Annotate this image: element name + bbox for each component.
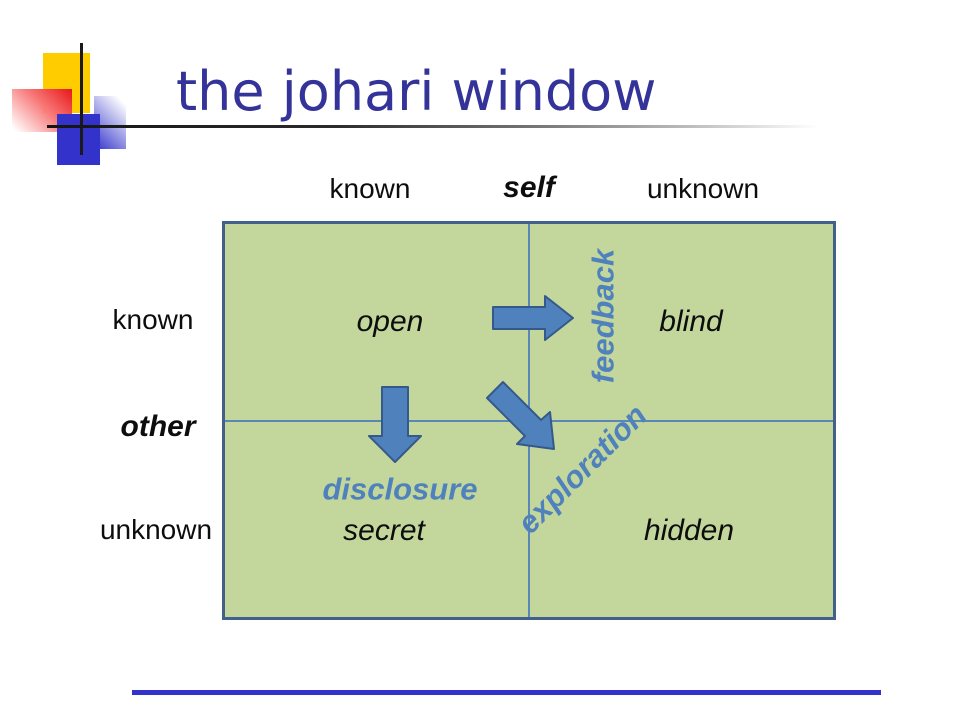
quadrant-hidden-label: hidden — [643, 514, 735, 547]
logo-blue-square — [57, 114, 100, 165]
other-axis-title: other — [120, 410, 196, 443]
page-title: the johari window — [176, 60, 657, 123]
title-underline — [47, 125, 867, 128]
bottom-rule — [132, 690, 881, 695]
quadrant-open-label: open — [356, 305, 424, 338]
other-axis-unknown-label: unknown — [99, 514, 213, 545]
johari-grid — [222, 221, 836, 620]
other-axis-known-label: known — [112, 304, 194, 335]
disclosure-label: disclosure — [322, 471, 478, 507]
grid-horizontal-divider — [225, 419, 833, 422]
self-axis-known-label: known — [329, 173, 411, 204]
logo-vertical-line — [80, 43, 83, 155]
quadrant-blind-label: blind — [659, 305, 723, 338]
quadrant-secret-label: secret — [343, 514, 425, 547]
self-axis-title: self — [503, 171, 555, 204]
self-axis-unknown-label: unknown — [646, 173, 760, 204]
feedback-label: feedback — [585, 248, 621, 384]
